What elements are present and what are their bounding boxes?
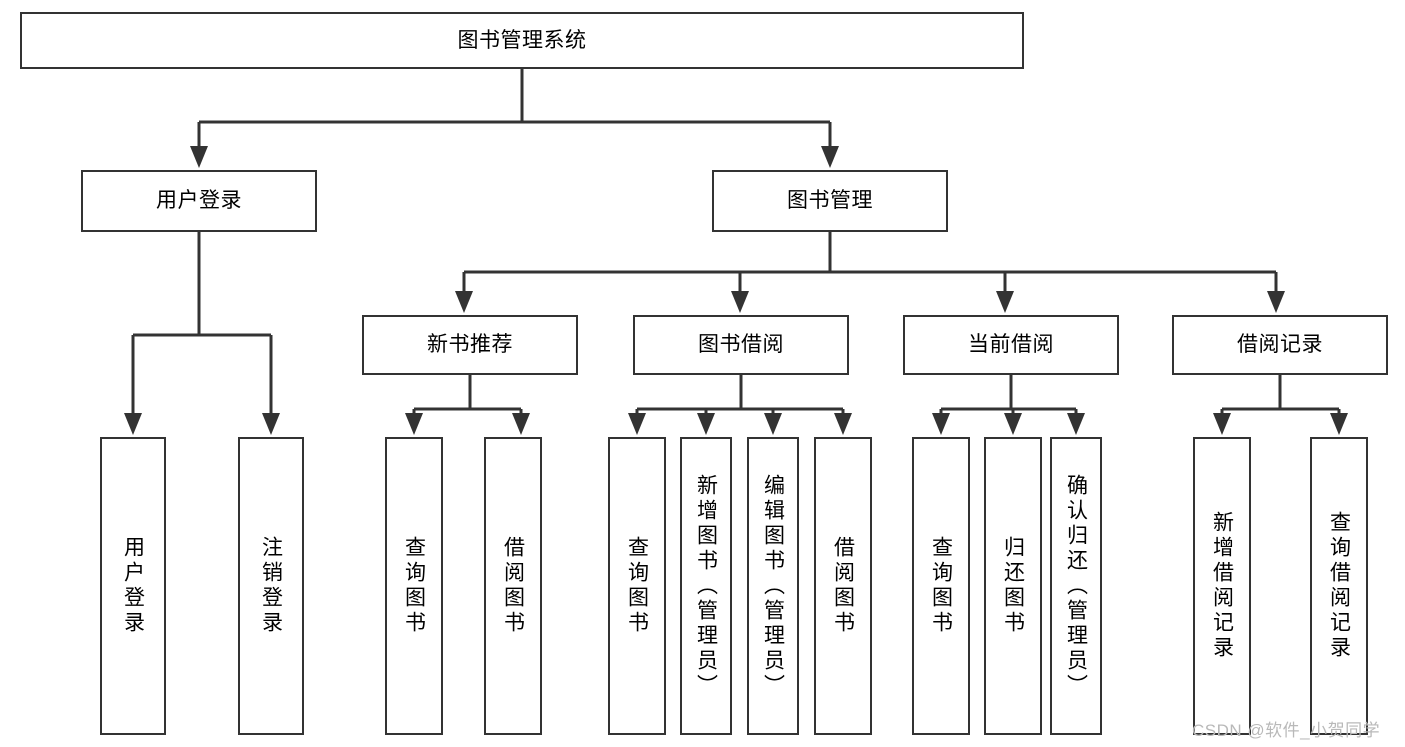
arrowhead-drop-leaf-query-book-2 — [628, 413, 646, 435]
node-label: 图书管理系统 — [457, 28, 587, 52]
node-label: 用户登录 — [156, 189, 242, 213]
leaf-node-leaf-borrow-book-2[interactable]: 借阅图书 — [814, 437, 872, 735]
module-node-book-manage[interactable]: 图书管理 — [712, 170, 948, 232]
arrowhead-drop-leaf-add-book — [697, 413, 715, 435]
node-label: 新增图书（管理员） — [694, 473, 718, 699]
node-label: 确认归还（管理员） — [1064, 473, 1088, 699]
arrowhead-drop-book-manage — [821, 146, 839, 168]
node-label: 注销登录 — [259, 536, 283, 636]
node-label: 新书推荐 — [427, 333, 513, 357]
leaf-node-leaf-add-record[interactable]: 新增借阅记录 — [1193, 437, 1251, 735]
arrowhead-drop-current-borrow — [996, 291, 1014, 313]
leaf-node-leaf-add-book[interactable]: 新增图书（管理员） — [680, 437, 732, 735]
node-label: 当前借阅 — [968, 333, 1054, 357]
node-label: 用户登录 — [121, 536, 145, 636]
connector-group — [124, 69, 1348, 435]
arrowhead-drop-leaf-confirm-return — [1067, 413, 1085, 435]
leaf-node-leaf-user-logout[interactable]: 注销登录 — [238, 437, 304, 735]
node-label: 图书管理 — [787, 189, 873, 213]
arrowhead-drop-user-login — [190, 146, 208, 168]
module-node-user-login[interactable]: 用户登录 — [81, 170, 317, 232]
node-label: 查询图书 — [625, 536, 649, 636]
node-label: 图书借阅 — [698, 333, 784, 357]
leaf-node-leaf-borrow-book-1[interactable]: 借阅图书 — [484, 437, 542, 735]
node-label: 归还图书 — [1001, 536, 1025, 636]
node-label: 借阅记录 — [1237, 333, 1323, 357]
arrowhead-drop-leaf-query-book-1 — [405, 413, 423, 435]
root-node-root[interactable]: 图书管理系统 — [20, 12, 1024, 69]
submodule-node-borrow-record[interactable]: 借阅记录 — [1172, 315, 1388, 375]
arrowhead-drop-leaf-return-book — [1004, 413, 1022, 435]
leaf-node-leaf-confirm-return[interactable]: 确认归还（管理员） — [1050, 437, 1102, 735]
arrowhead-drop-leaf-user-logout — [262, 413, 280, 435]
arrowhead-drop-leaf-user-login — [124, 413, 142, 435]
leaf-node-leaf-user-login[interactable]: 用户登录 — [100, 437, 166, 735]
arrowhead-drop-leaf-add-record — [1213, 413, 1231, 435]
node-label: 借阅图书 — [501, 536, 525, 636]
node-label: 借阅图书 — [831, 536, 855, 636]
submodule-node-book-borrow[interactable]: 图书借阅 — [633, 315, 849, 375]
arrowhead-drop-borrow-record — [1267, 291, 1285, 313]
node-label: 新增借阅记录 — [1210, 511, 1234, 661]
arrowhead-drop-leaf-edit-book — [764, 413, 782, 435]
node-label: 查询借阅记录 — [1327, 511, 1351, 661]
arrowhead-drop-new-book-recommend — [455, 291, 473, 313]
node-label: 查询图书 — [402, 536, 426, 636]
arrowhead-drop-leaf-query-record — [1330, 413, 1348, 435]
arrowhead-drop-leaf-borrow-book-2 — [834, 413, 852, 435]
leaf-node-leaf-return-book[interactable]: 归还图书 — [984, 437, 1042, 735]
arrowhead-drop-leaf-borrow-book-1 — [512, 413, 530, 435]
node-label: 查询图书 — [929, 536, 953, 636]
leaf-node-leaf-query-record[interactable]: 查询借阅记录 — [1310, 437, 1368, 735]
leaf-node-leaf-query-book-2[interactable]: 查询图书 — [608, 437, 666, 735]
node-label: 编辑图书（管理员） — [761, 473, 785, 699]
leaf-node-leaf-edit-book[interactable]: 编辑图书（管理员） — [747, 437, 799, 735]
leaf-node-leaf-query-book-3[interactable]: 查询图书 — [912, 437, 970, 735]
submodule-node-new-book-recommend[interactable]: 新书推荐 — [362, 315, 578, 375]
submodule-node-current-borrow[interactable]: 当前借阅 — [903, 315, 1119, 375]
arrowhead-drop-book-borrow — [731, 291, 749, 313]
leaf-node-leaf-query-book-1[interactable]: 查询图书 — [385, 437, 443, 735]
arrowhead-drop-leaf-query-book-3 — [932, 413, 950, 435]
